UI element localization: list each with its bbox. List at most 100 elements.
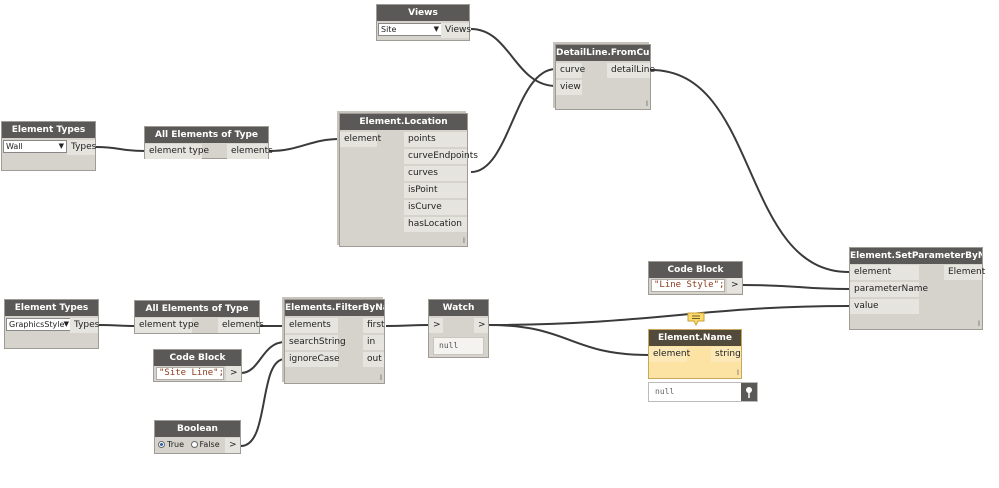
lacing-indicator[interactable]: l — [380, 374, 382, 382]
pin-preview-icon[interactable] — [741, 383, 757, 401]
output-port-first[interactable]: first — [363, 318, 385, 333]
node-element-types-wall[interactable]: Element Types Wall ▼ Types — [1, 121, 96, 171]
node-title: Element Types — [5, 300, 98, 316]
node-code-block-line-style[interactable]: Code Block "Line Style"; > — [648, 261, 743, 295]
node-element-setparameterbyname[interactable]: Element.SetParameterByName element param… — [849, 247, 985, 330]
node-title: Watch — [429, 300, 488, 316]
input-port-elements[interactable]: elements — [285, 318, 338, 333]
output-port-element[interactable]: Element — [944, 265, 985, 280]
node-title: Views — [377, 5, 469, 21]
input-port-element-type[interactable]: element type — [145, 144, 209, 159]
input-port-element-type[interactable]: element type — [135, 318, 199, 333]
output-port-string[interactable]: string — [711, 347, 741, 362]
wire-elements-to-element — [268, 138, 341, 152]
output-port-out[interactable]: out — [363, 352, 384, 367]
node-title: Boolean — [155, 421, 240, 437]
boolean-toggle[interactable]: True False — [158, 440, 220, 449]
true-label: True — [167, 440, 184, 449]
output-port-boolean[interactable]: > — [225, 438, 240, 453]
node-element-types-graphicsstyle[interactable]: Element Types GraphicsStyle ▼ Types — [4, 299, 99, 349]
wire-sitecode-to-searchstring — [240, 341, 286, 374]
node-elements-filterbyname[interactable]: Elements.FilterByName elements searchStr… — [284, 299, 385, 384]
output-port-iscurve[interactable]: isCurve — [404, 200, 467, 215]
watch-value: null — [433, 337, 484, 355]
wire-boolean-to-ignorecase — [240, 358, 286, 447]
input-port-element[interactable]: element — [850, 265, 919, 280]
wire-detailline-to-element — [650, 69, 850, 273]
output-port-elements[interactable]: elements — [218, 318, 264, 333]
node-code-block-site-line[interactable]: Code Block "Site Line"; > — [153, 349, 242, 382]
node-title: Element.Location — [340, 114, 467, 130]
preview-bubble[interactable]: null — [648, 382, 758, 402]
node-title: Elements.FilterByName — [285, 300, 384, 316]
pin-note-icon[interactable] — [687, 312, 705, 326]
output-port-curveendpoints[interactable]: curveEndpoints — [404, 149, 478, 164]
wire-types-to-elementtype — [95, 146, 146, 152]
output-port-code[interactable]: > — [727, 278, 742, 293]
dropdown-value: GraphicsStyle — [9, 320, 65, 329]
node-title: All Elements of Type — [145, 127, 268, 143]
input-port-searchstring[interactable]: searchString — [285, 335, 346, 350]
false-label: False — [199, 440, 220, 449]
node-element-location[interactable]: Element.Location element points curveEnd… — [339, 113, 478, 247]
output-port-curves[interactable]: curves — [404, 166, 467, 181]
node-title: Element Types — [2, 122, 95, 138]
lacing-indicator[interactable]: l — [978, 320, 980, 328]
output-port-views[interactable]: Views — [441, 23, 471, 38]
preview-value: null — [655, 387, 675, 396]
node-watch[interactable]: Watch > > null — [428, 299, 489, 358]
node-title: All Elements of Type — [135, 301, 259, 317]
input-port-element[interactable]: element — [649, 347, 690, 362]
views-dropdown[interactable]: Site ▼ — [378, 23, 442, 36]
element-types-dropdown[interactable]: GraphicsStyle ▼ — [6, 318, 72, 331]
wire-codeblock-to-parametername — [742, 284, 850, 290]
output-port-points[interactable]: points — [404, 132, 467, 147]
node-element-name[interactable]: Element.Name element string l — [648, 329, 742, 379]
lacing-indicator[interactable]: l — [737, 369, 739, 377]
node-title: Element.SetParameterByName — [850, 248, 982, 264]
output-port-code[interactable]: > — [226, 366, 241, 381]
wire-watch-to-elementname — [488, 324, 650, 356]
chevron-down-icon: ▼ — [58, 142, 64, 150]
input-port-element[interactable]: element — [340, 132, 381, 147]
chevron-down-icon: ▼ — [63, 320, 69, 328]
wire-curves-to-curve — [470, 68, 557, 173]
output-port-watch[interactable]: > — [474, 318, 488, 333]
input-port-ignorecase[interactable]: ignoreCase — [285, 352, 340, 367]
chevron-down-icon: ▼ — [433, 25, 439, 33]
element-types-dropdown[interactable]: Wall ▼ — [3, 140, 67, 153]
input-port-view[interactable]: view — [556, 80, 582, 95]
node-title: Element.Name — [649, 330, 741, 346]
radio-false[interactable] — [190, 441, 198, 448]
output-port-haslocation[interactable]: hasLocation — [404, 217, 467, 232]
node-title: Code Block — [649, 262, 742, 278]
node-all-elements-of-type[interactable]: All Elements of Type element type elemen… — [134, 300, 264, 334]
node-boolean[interactable]: Boolean True False > — [154, 420, 241, 454]
output-port-in[interactable]: in — [363, 335, 384, 350]
dropdown-value: Site — [381, 25, 397, 34]
wire-views-to-view — [470, 28, 557, 87]
output-port-ispoint[interactable]: isPoint — [404, 183, 467, 198]
node-detailline-fromcurve[interactable]: DetailLine.FromCurve curve view detailLi… — [555, 44, 655, 110]
input-port-watch[interactable]: > — [429, 318, 443, 333]
wire-first-to-watch — [385, 324, 430, 327]
dropdown-value: Wall — [6, 142, 23, 151]
input-port-curve[interactable]: curve — [556, 63, 585, 78]
input-port-value[interactable]: value — [850, 299, 919, 314]
node-all-elements-of-type[interactable]: All Elements of Type element type elemen… — [144, 126, 273, 159]
output-port-types[interactable]: Types — [70, 318, 99, 333]
output-port-detailline[interactable]: detailLine — [607, 63, 655, 78]
lacing-indicator[interactable]: l — [646, 100, 648, 108]
input-port-parametername[interactable]: parameterName — [850, 282, 928, 297]
wire-watch-to-value — [488, 305, 850, 326]
output-port-elements[interactable]: elements — [227, 144, 273, 159]
node-title: DetailLine.FromCurve — [556, 45, 650, 61]
radio-true[interactable] — [158, 441, 165, 448]
node-views[interactable]: Views Site ▼ Views — [376, 4, 471, 41]
lacing-indicator[interactable]: l — [463, 237, 465, 245]
output-port-types[interactable]: Types — [67, 140, 96, 155]
code-editor[interactable]: "Line Style"; — [651, 279, 725, 292]
wire-types2-to-elementtype — [98, 324, 137, 327]
code-editor[interactable]: "Site Line"; — [156, 367, 224, 380]
